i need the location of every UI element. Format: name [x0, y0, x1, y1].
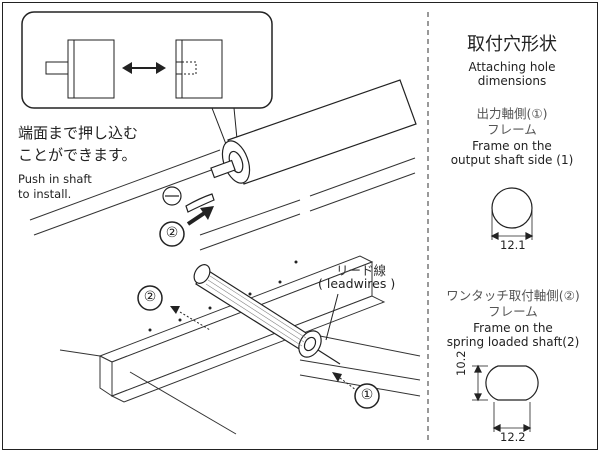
- output-shaft-hole-drawing: [490, 187, 534, 240]
- callout-en-line1: Push in shaft: [18, 172, 92, 186]
- spring-dim-height: 10.2: [454, 350, 468, 376]
- frame-holes: [148, 260, 298, 332]
- spring-en-line1: Frame on the: [473, 321, 553, 335]
- outer-frame: [2, 2, 598, 450]
- step-two-marker-lower: [137, 285, 163, 311]
- spring-jp-line1: ワンタッチ取付軸側(②): [446, 288, 580, 303]
- detail-inset-box: [21, 11, 273, 109]
- output-jp-line1: 出力軸側(①): [476, 106, 548, 121]
- spring-shaft-hole-drawing: [472, 364, 539, 432]
- attaching-hole-section: 取付穴形状 Attaching hole dimensions: [432, 30, 592, 88]
- shaft-pulled-out-drawing: [45, 39, 115, 99]
- step-one-label: ①: [360, 387, 374, 403]
- push-direction-arrow: [186, 206, 214, 226]
- spring-en-line2: spring loaded shaft(2): [446, 335, 580, 349]
- pull-arrow-dotted: [170, 306, 211, 331]
- upper-frame-rails: [29, 149, 416, 251]
- right-title-en-line2: dimensions: [477, 74, 547, 88]
- right-title-jp: 取付穴形状: [467, 34, 557, 55]
- roller-surface-lines: [205, 275, 307, 347]
- output-jp-line2: フレーム: [487, 122, 537, 137]
- right-title-en-line1: Attaching hole: [468, 60, 556, 74]
- shaft-pushed-in-drawing: [175, 39, 223, 99]
- callout-jp-line2: ことができます。: [18, 146, 137, 164]
- callout-jp-line1: 端面まで押し込む: [18, 124, 139, 142]
- step-two-label-upper: ②: [165, 225, 179, 241]
- push-arrow-double-icon: [122, 62, 166, 74]
- leadwires-jp: リード線: [336, 263, 387, 278]
- output-shaft-section: 出力軸側(①) フレーム Frame on the output shaft s…: [432, 106, 592, 167]
- spring-shaft-section: ワンタッチ取付軸側(②) フレーム Frame on the spring lo…: [428, 288, 598, 349]
- callout-en-line2: to install.: [18, 187, 72, 201]
- leadwire-leader: [325, 293, 339, 341]
- leadwires-en: ( leadwires ): [318, 276, 396, 291]
- output-en-line2: output shaft side (1): [450, 153, 574, 167]
- spring-dim-width: 12.2: [500, 430, 526, 444]
- step-one-marker: [354, 383, 380, 409]
- output-dim-width: 12.1: [500, 238, 526, 252]
- output-en-line1: Frame on the: [472, 139, 552, 153]
- upper-roller-drawing: [210, 79, 417, 185]
- step-two-marker-upper: [159, 221, 185, 247]
- minus-screwdriver-drawing: [162, 186, 215, 213]
- spring-jp-line2: フレーム: [488, 304, 538, 319]
- step-two-label-lower: ②: [143, 289, 157, 305]
